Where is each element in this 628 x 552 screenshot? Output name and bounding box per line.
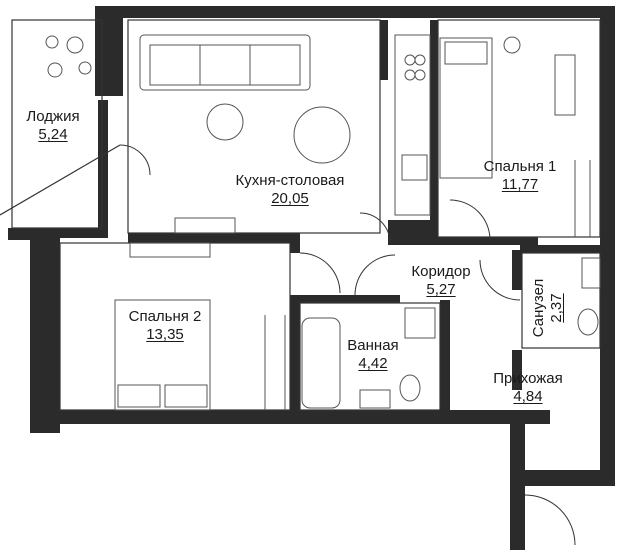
room-name: Прихожая [493,370,563,387]
room-area: 5,24 [38,126,68,143]
room-label-corridor: Коридор 5,27 [398,263,484,299]
room-name: Коридор [411,263,471,280]
doors [119,144,576,546]
room-area: 20,05 [271,190,309,207]
room-label-hallway: Прихожая 4,84 [480,370,576,406]
kitchen-furniture [139,34,431,234]
room-area: 4,42 [358,355,388,372]
bathroom-fixtures [301,257,601,409]
room-name: Лоджия [26,108,80,125]
room-label-loggia: Лоджия 5,24 [20,108,86,144]
interior-walls [128,20,610,410]
bedroom2-furniture [114,242,286,411]
room-area: 11,77 [501,176,539,193]
exterior-walls [8,6,615,550]
loggia-plants [45,35,92,78]
room-area: 4,84 [513,388,543,405]
room-label-kitchen: Кухня-столовая 20,05 [220,172,360,208]
room-area: 13,35 [146,326,184,343]
room-area: 2,37 [548,293,565,323]
bedroom1-furniture [439,36,591,237]
room-name: Санузел [530,278,547,338]
loggia-window-line [0,144,121,216]
room-label-bedroom2: Спальня 2 13,35 [115,308,215,344]
room-name: Ванная [347,337,399,354]
room-label-bedroom1: Спальня 1 11,77 [470,158,570,194]
room-name: Спальня 1 [483,158,557,175]
room-outlines [11,19,601,411]
room-name: Спальня 2 [128,308,202,325]
room-area: 5,27 [426,281,456,298]
room-name: Кухня-столовая [235,172,345,189]
room-label-bathroom: Ванная 4,42 [338,337,408,373]
room-label-wc: Санузел 2,37 [530,268,566,348]
